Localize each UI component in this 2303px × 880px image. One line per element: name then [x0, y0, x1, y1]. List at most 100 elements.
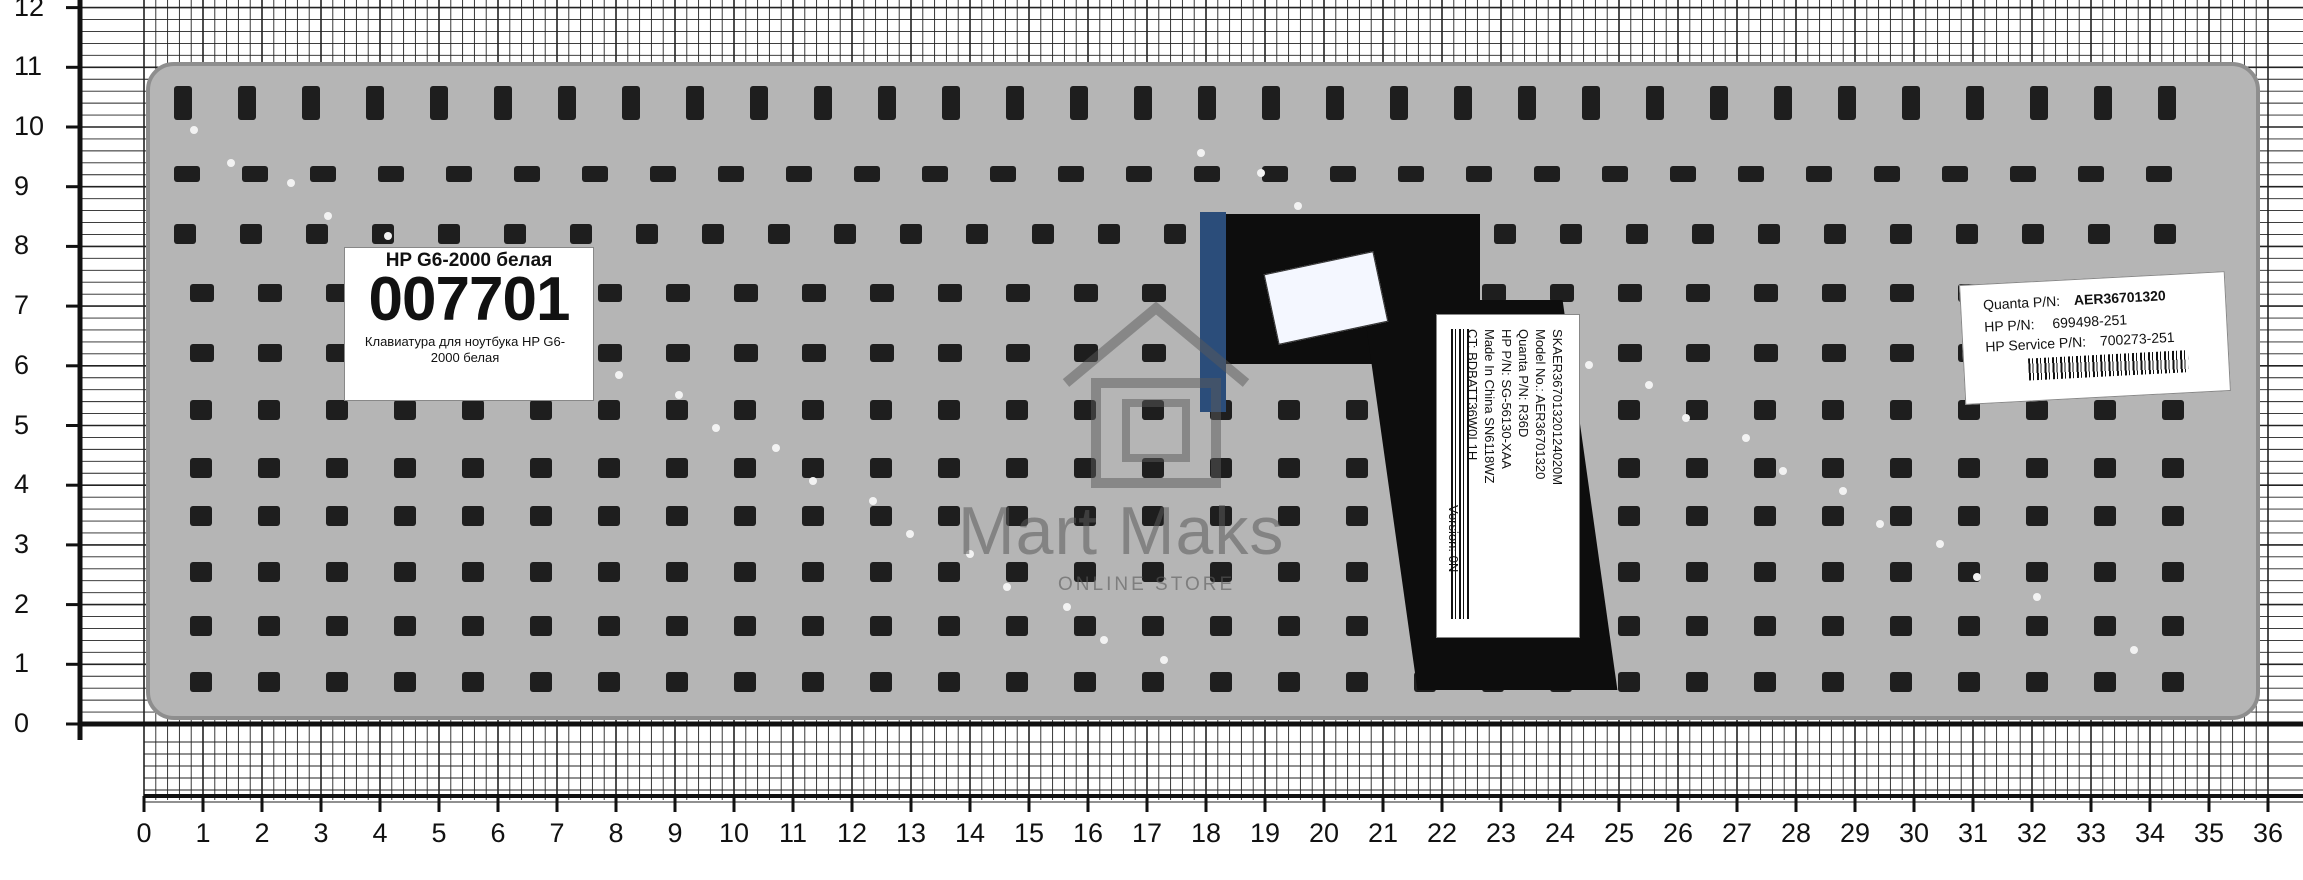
key-hole — [1890, 458, 1912, 478]
service-label: HP Service P/N: — [1984, 333, 2087, 355]
quanta-line: Quanta P/N: AER36701320 — [1983, 287, 2166, 313]
center-label-line: Quanta P/N: R36D — [1516, 329, 1531, 438]
key-hole — [1822, 562, 1844, 582]
key-hole — [1754, 400, 1776, 420]
key-hole — [1262, 166, 1288, 182]
key-hole — [1738, 166, 1764, 182]
x-ruler-label: 29 — [1839, 818, 1871, 848]
key-hole — [1958, 672, 1980, 692]
key-hole — [636, 224, 658, 244]
hp-value: 699498-251 — [2051, 311, 2128, 332]
key-hole — [174, 224, 196, 244]
key-hole — [870, 400, 892, 420]
key-hole — [530, 616, 552, 636]
x-ruler-label: 25 — [1603, 818, 1635, 848]
key-hole — [1278, 458, 1300, 478]
key-hole — [462, 616, 484, 636]
key-hole — [686, 86, 704, 120]
x-ruler-label: 28 — [1780, 818, 1812, 848]
key-hole — [1890, 224, 1912, 244]
x-ruler-label: 15 — [1013, 818, 1045, 848]
key-hole — [1074, 400, 1096, 420]
key-hole — [1822, 672, 1844, 692]
key-hole — [1890, 562, 1912, 582]
key-hole — [938, 562, 960, 582]
key-hole — [1754, 672, 1776, 692]
key-hole — [258, 672, 280, 692]
key-hole — [1758, 224, 1780, 244]
key-hole — [462, 458, 484, 478]
key-hole — [190, 616, 212, 636]
y-ruler-label: 2 — [14, 588, 30, 619]
mount-hole — [324, 212, 332, 220]
key-hole — [1710, 86, 1728, 120]
y-ruler-label: 4 — [14, 469, 30, 500]
key-hole — [174, 86, 192, 120]
key-hole — [190, 562, 212, 582]
mount-hole — [1063, 603, 1071, 611]
x-ruler-label: 31 — [1957, 818, 1989, 848]
key-hole — [1074, 506, 1096, 526]
key-hole — [1958, 458, 1980, 478]
mount-hole — [712, 424, 720, 432]
key-hole — [598, 616, 620, 636]
mount-hole — [2130, 646, 2138, 654]
key-hole — [666, 284, 690, 302]
key-hole — [802, 562, 824, 582]
key-hole — [938, 400, 960, 420]
key-hole — [1754, 616, 1776, 636]
key-hole — [750, 86, 768, 120]
key-hole — [598, 284, 622, 302]
key-hole — [990, 166, 1016, 182]
quanta-label: Quanta P/N: — [1982, 292, 2061, 313]
quanta-value: AER36701320 — [2073, 287, 2167, 309]
key-hole — [1822, 458, 1844, 478]
key-hole — [1126, 166, 1152, 182]
key-hole — [1210, 562, 1232, 582]
mount-hole — [1585, 361, 1593, 369]
key-hole — [1142, 458, 1164, 478]
key-hole — [530, 506, 552, 526]
key-hole — [1194, 166, 1220, 182]
x-ruler-label: 9 — [667, 818, 683, 848]
key-hole — [900, 224, 922, 244]
mount-hole — [190, 126, 198, 134]
key-hole — [1902, 86, 1920, 120]
mount-hole — [1876, 520, 1884, 528]
key-hole — [258, 506, 280, 526]
key-hole — [1390, 86, 1408, 120]
mount-hole — [809, 477, 817, 485]
key-hole — [1006, 506, 1028, 526]
key-hole — [302, 86, 320, 120]
key-hole — [494, 86, 512, 120]
key-hole — [702, 224, 724, 244]
key-hole — [1550, 284, 1574, 302]
center-label-line: HP P/N: SG-56130-XAA — [1499, 329, 1514, 469]
key-hole — [1398, 166, 1424, 182]
key-hole — [1006, 284, 1030, 302]
key-hole — [666, 506, 688, 526]
key-hole — [666, 562, 688, 582]
key-hole — [1346, 616, 1368, 636]
key-hole — [438, 224, 460, 244]
mount-hole — [906, 530, 914, 538]
y-ruler-label: 12 — [14, 0, 45, 22]
key-hole — [2146, 166, 2172, 182]
key-hole — [394, 672, 416, 692]
key-hole — [1838, 86, 1856, 120]
key-hole — [558, 86, 576, 120]
y-ruler-label: 11 — [14, 51, 43, 82]
key-hole — [1618, 562, 1640, 582]
key-hole — [326, 672, 348, 692]
key-hole — [1142, 284, 1166, 302]
key-hole — [1822, 616, 1844, 636]
key-hole — [394, 458, 416, 478]
key-hole — [1618, 344, 1642, 362]
x-ruler-label: 19 — [1249, 818, 1281, 848]
key-hole — [1890, 616, 1912, 636]
key-hole — [598, 672, 620, 692]
watermark-house-icon — [1062, 301, 1250, 488]
key-hole — [1618, 284, 1642, 302]
key-hole — [326, 562, 348, 582]
